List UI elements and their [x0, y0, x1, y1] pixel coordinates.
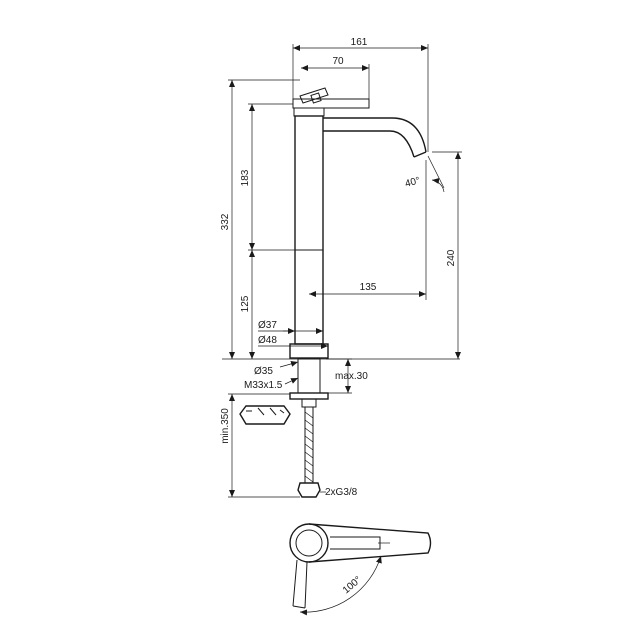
base-ring — [289, 343, 329, 359]
top-view-lever-rotated — [292, 559, 308, 609]
lever-handle-raised — [299, 87, 329, 104]
label-min-hose: min.350 — [220, 408, 231, 444]
spout-lower-edge — [323, 130, 415, 158]
lever-pivot — [310, 92, 322, 104]
washer-outline — [239, 405, 291, 425]
mounting-assembly — [289, 358, 329, 498]
flex-hose — [304, 407, 314, 483]
label-spout-angle: 40° — [404, 175, 421, 190]
dim-hole-diameter — [279, 360, 299, 368]
hose-braiding — [304, 411, 314, 483]
cartridge-cap — [293, 107, 325, 117]
label-overall-reach: 161 — [351, 37, 368, 48]
label-lever-reach: 70 — [332, 56, 344, 67]
spout-angle-arc — [431, 177, 445, 193]
label-hole-diameter: Ø35 — [254, 366, 273, 377]
label-connections: 2xG3/8 — [325, 487, 358, 498]
rotation-arc — [299, 555, 382, 616]
label-spout-height: 240 — [446, 249, 457, 266]
label-diameter-top: Ø37 — [258, 320, 277, 331]
label-body-upper: 183 — [240, 169, 251, 186]
spout-outlet — [413, 151, 427, 158]
dim-thread — [284, 377, 299, 385]
washer-inset — [239, 405, 291, 425]
spout-upper-edge — [323, 117, 427, 153]
hose-connector — [297, 482, 321, 498]
dimension-lines — [228, 44, 462, 498]
lever-handle — [292, 98, 370, 109]
threaded-shank — [297, 358, 321, 394]
faucet-body — [289, 87, 427, 359]
label-max-deck: max.30 — [335, 371, 368, 382]
spout-angle-line — [427, 155, 445, 189]
label-body-lower: 125 — [240, 295, 251, 312]
dimension-labels: 161 70 332 183 125 240 135 Ø37 Ø48 Ø35 M… — [220, 37, 457, 596]
label-thread: M33x1.5 — [244, 380, 283, 391]
top-view-inner-circle — [295, 529, 323, 557]
label-spout-reach: 135 — [360, 282, 377, 293]
body-column — [294, 115, 324, 345]
top-view — [289, 523, 432, 616]
washer-teeth — [246, 407, 285, 416]
label-lever-rotation: 100° — [341, 575, 364, 597]
nut-collar — [301, 398, 317, 408]
label-diameter-base: Ø48 — [258, 335, 277, 346]
label-total-height: 332 — [220, 213, 231, 230]
top-view-spout — [308, 523, 432, 563]
fixing-nut — [289, 392, 329, 400]
top-view-lever — [330, 536, 381, 550]
